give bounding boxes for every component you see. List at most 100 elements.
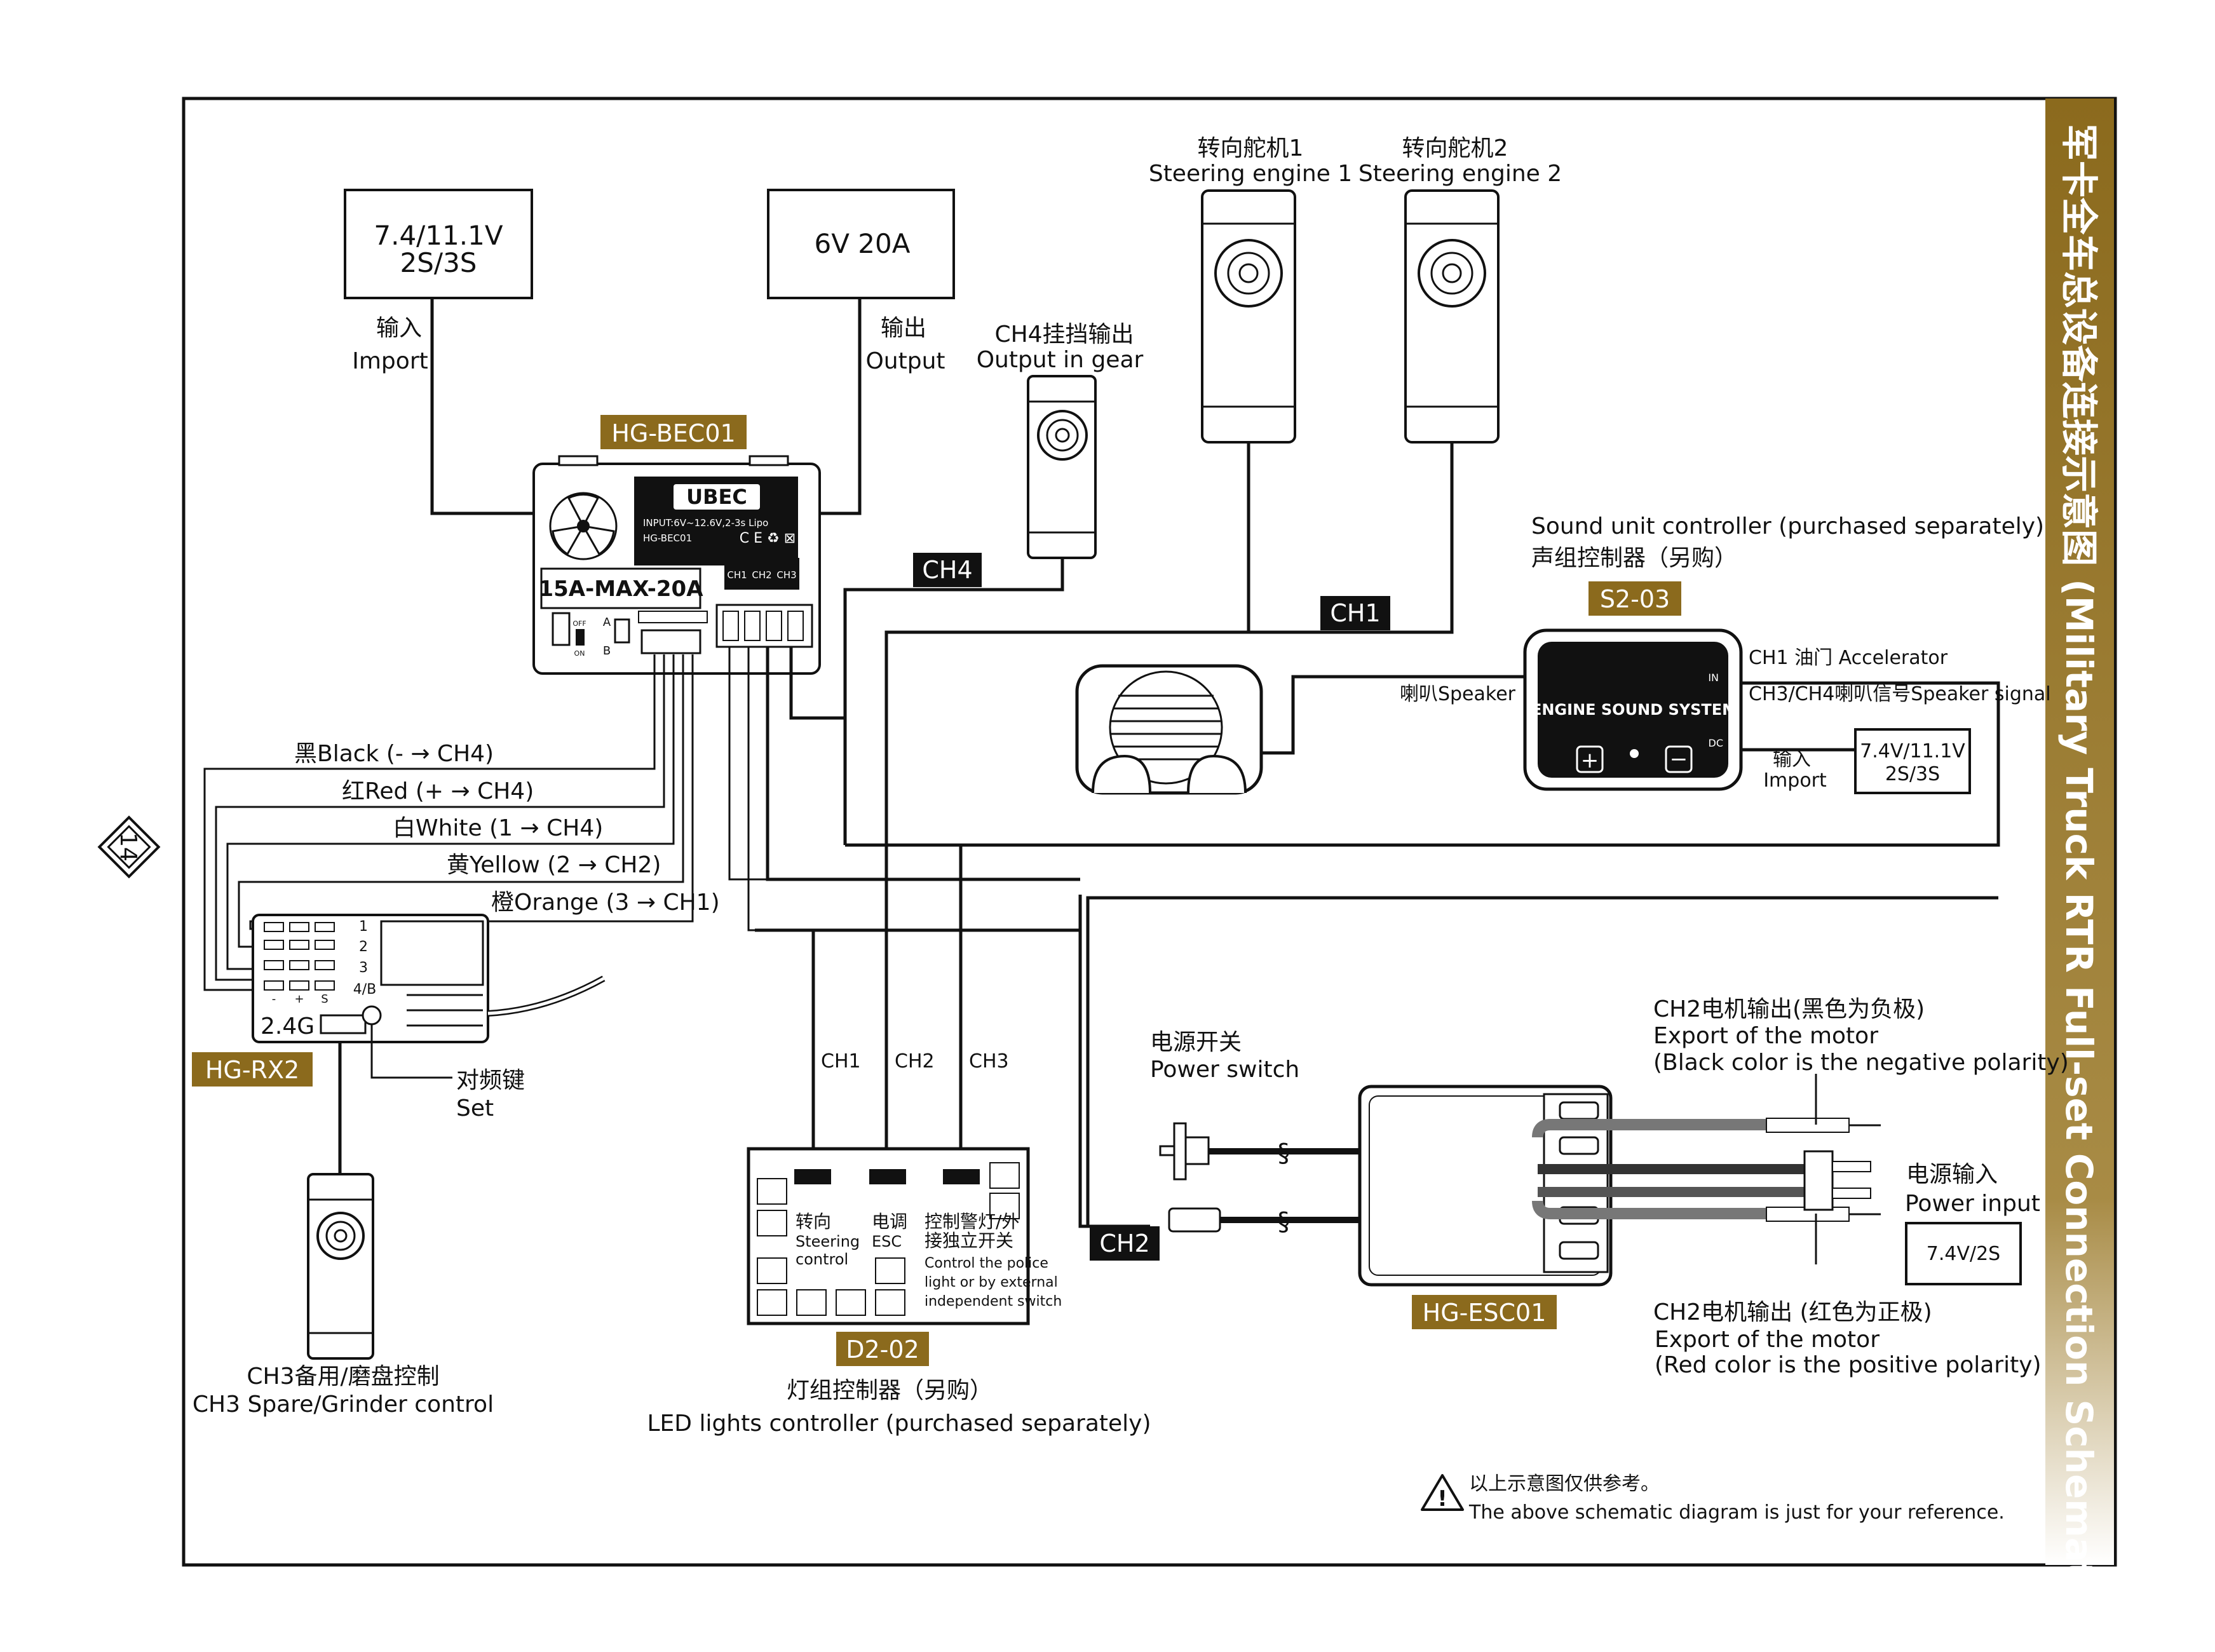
page-frame — [182, 97, 2117, 1567]
bec-rating: 15A-MAX-20A — [538, 576, 703, 602]
esc-battery: 7.4V/2S — [1927, 1243, 2000, 1265]
rx-band: 2.4G — [261, 1013, 315, 1039]
led-ch3-wire: CH3 — [969, 1050, 1009, 1073]
rx-pin-sig: S — [321, 992, 328, 1006]
bec-tag: HG-BEC01 — [611, 419, 735, 447]
led-label-cn: 灯组控制器（另购） — [787, 1378, 992, 1404]
esc-pos-cn: CH2电机输出 (红色为正极) — [1653, 1299, 1932, 1325]
led-police-en3: independent switch — [925, 1294, 1062, 1310]
steering2-label-en: Steering engine 2 — [1358, 161, 1562, 187]
led-steer-en1: Steering — [796, 1233, 860, 1250]
esc-power-en: Power input — [1905, 1191, 2040, 1217]
ch3-servo-label-en: CH3 Spare/Grinder control — [193, 1391, 494, 1418]
page-number-badge: 14 — [97, 815, 161, 879]
esc-neg-cn: CH2电机输出(黑色为负极) — [1653, 996, 1925, 1022]
plus-icon: + — [1581, 748, 1599, 773]
steering2-label-cn: 转向舵机2 — [1402, 135, 1508, 161]
led-steer-cn: 转向 — [796, 1211, 831, 1232]
ch1-tag: CH1 — [1330, 599, 1380, 627]
battery-spec-line1: 7.4/11.1V — [374, 220, 503, 251]
steering-servo-1 — [1201, 189, 1296, 443]
led-police-en2: light or by external — [925, 1275, 1058, 1290]
rx-pin-3: 3 — [359, 960, 368, 976]
rx-set-button-icon — [362, 1005, 382, 1026]
esc-pos-en2: (Red color is the positive polarity) — [1655, 1352, 2042, 1378]
bec-brand: UBEC — [686, 485, 747, 509]
svg-text:!: ! — [1437, 1486, 1447, 1512]
led-esc-cn: 电调 — [872, 1211, 907, 1232]
wire-break-2: § — [1277, 1207, 1290, 1236]
note-en: The above schematic diagram is just for … — [1468, 1501, 2005, 1524]
wire-black: 黑Black (- → CH4) — [294, 741, 494, 767]
ch2-tag-bg — [1090, 1226, 1160, 1261]
receiver-set-en: Set — [456, 1095, 494, 1121]
sound-ch34-label: CH3/CH4喇叭信号Speaker signal — [1749, 683, 2051, 705]
sound-tag: S2-03 — [1600, 585, 1670, 613]
sound-battery-line2: 2S/3S — [1885, 763, 1940, 785]
led-ch1-wire: CH1 — [821, 1050, 861, 1073]
receiver-tag-bg — [192, 1052, 313, 1087]
bec-a: A — [603, 616, 611, 629]
led-dot-icon — [1630, 749, 1639, 758]
esc-pos-en1: Export of the motor — [1655, 1327, 1880, 1353]
page-number: 14 — [115, 832, 141, 862]
warning-icon: ! — [1421, 1474, 1464, 1512]
sound-in: IN — [1708, 672, 1719, 684]
sound-label-cn: 声组控制器（另购） — [1531, 545, 1737, 571]
gear-servo — [1027, 375, 1097, 559]
esc-neg-en1: Export of the motor — [1653, 1023, 1878, 1049]
gear-servo-label-en: Output in gear — [977, 347, 1144, 373]
power-switch-label-cn: 电源开关 — [1150, 1029, 1242, 1055]
bec-module: UBEC INPUT:6V~12.6V,2-3s Lipo HG-BEC01 C… — [532, 455, 821, 675]
led-ch2-wire: CH2 — [895, 1050, 935, 1073]
esc — [1358, 1085, 1613, 1287]
bec-switch-off: OFF — [572, 620, 586, 628]
rx-pin-2: 2 — [359, 939, 368, 955]
battery-label-en: Import — [352, 348, 428, 374]
led-esc-en: ESC — [872, 1233, 902, 1250]
led-controller — [747, 1147, 1030, 1325]
bec-output-label-en: Output — [865, 348, 945, 374]
led-tag-bg — [836, 1332, 929, 1366]
sound-tag-bg — [1588, 581, 1681, 616]
speaker — [1075, 664, 1263, 795]
ce-mark: C E ♻ ⊠ — [740, 531, 796, 546]
bec-output-spec: 6V 20A — [815, 228, 911, 259]
bec-ch1: CH1 — [727, 569, 747, 581]
steering1-label-cn: 转向舵机1 — [1198, 135, 1304, 161]
ch4-tag-bg — [913, 553, 982, 587]
bec-input-line2: HG-BEC01 — [643, 532, 692, 544]
led-police-cn2: 接独立开关 — [925, 1230, 1013, 1251]
sound-battery-box — [1854, 728, 1971, 794]
rx-pin-4b: 4/B — [353, 982, 377, 998]
sound-dc: DC — [1709, 737, 1724, 749]
power-switch — [1159, 1122, 1221, 1233]
page-title: 军卡全车总设备连接示意图 (Military Truck RTR Full-se… — [2057, 124, 2101, 1631]
esc-tag: HG-ESC01 — [1423, 1299, 1547, 1327]
rx-pin-1: 1 — [359, 919, 368, 935]
esc-neg-en2: (Black color is the negative polarity) — [1653, 1050, 2069, 1076]
sound-battery-line1: 7.4V/11.1V — [1860, 740, 1965, 762]
title-bar — [2045, 98, 2114, 1565]
sound-device-name: ENGINE SOUND SYSTEM — [1531, 701, 1737, 719]
led-tag: D2-02 — [846, 1336, 919, 1364]
ch1-tag-bg — [1320, 596, 1390, 630]
wire-yellow: 黄Yellow (2 → CH2) — [447, 852, 661, 878]
led-steer-en2: control — [796, 1250, 848, 1268]
led-label-en: LED lights controller (purchased separat… — [647, 1411, 1151, 1437]
led-police-en1: Control the police — [925, 1256, 1048, 1271]
receiver: 1 2 3 4/B - + S 2.4G — [252, 914, 606, 1043]
bec-b: B — [603, 644, 611, 658]
bec-ch3: CH3 — [776, 569, 796, 581]
sound-input-cn: 输入 — [1773, 748, 1811, 771]
gear-servo-label-cn: CH4挂挡输出 — [994, 322, 1134, 348]
receiver-set-cn: 对频键 — [456, 1067, 525, 1093]
wire-break-1: § — [1277, 1139, 1290, 1168]
sound-ch1-label: CH1 油门 Accelerator — [1749, 647, 1948, 669]
led-police-cn1: 控制警灯/外 — [925, 1211, 1019, 1232]
esc-battery-box — [1905, 1222, 2022, 1285]
ch3-servo-label-cn: CH3备用/磨盘控制 — [247, 1364, 439, 1390]
bec-input-line1: INPUT:6V~12.6V,2-3s Lipo — [643, 517, 768, 529]
battery-spec-line2: 2S/3S — [400, 247, 477, 278]
